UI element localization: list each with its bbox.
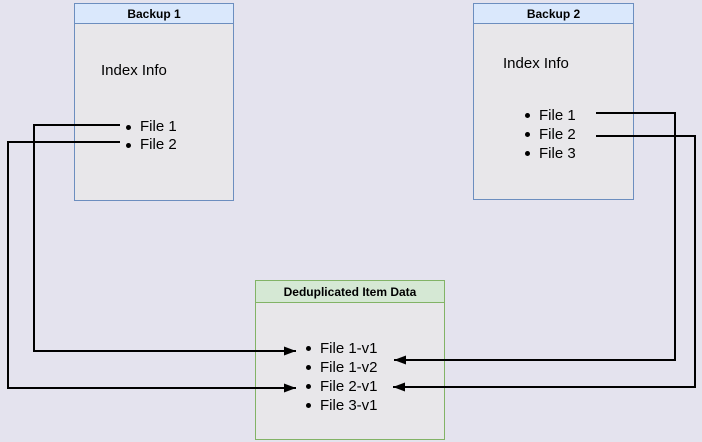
list-item-dedup-file: File 1-v1 bbox=[306, 339, 378, 358]
node-backup-2-index-info-label: Index Info bbox=[503, 55, 569, 72]
node-backup-2-title: Backup 2 bbox=[526, 6, 581, 21]
list-item-dedup-file: File 2-v1 bbox=[306, 377, 378, 396]
node-backup-1-file-list: File 1 File 2 bbox=[126, 118, 177, 154]
node-deduplicated-item-data: Deduplicated Item Data File 1-v1 File 1-… bbox=[255, 280, 445, 440]
list-item-file: File 2 bbox=[126, 136, 177, 154]
list-item-file: File 1 bbox=[126, 118, 177, 136]
node-backup-2: Backup 2 Index Info File 1 File 2 File 3 bbox=[473, 3, 634, 200]
node-deduplicated-item-data-header: Deduplicated Item Data bbox=[256, 281, 444, 303]
list-item-file: File 3 bbox=[525, 144, 576, 163]
node-backup-2-header: Backup 2 bbox=[474, 4, 633, 24]
node-deduplicated-item-data-list: File 1-v1 File 1-v2 File 2-v1 File 3-v1 bbox=[306, 339, 378, 415]
node-backup-1-title: Backup 1 bbox=[127, 6, 181, 21]
node-deduplicated-item-data-title: Deduplicated Item Data bbox=[283, 284, 417, 299]
node-backup-1-header: Backup 1 bbox=[75, 4, 233, 24]
list-item-file: File 1 bbox=[525, 106, 576, 125]
node-backup-1-index-info-label: Index Info bbox=[101, 62, 167, 79]
list-item-file: File 2 bbox=[525, 125, 576, 144]
node-backup-1: Backup 1 Index Info File 1 File 2 bbox=[74, 3, 234, 201]
list-item-dedup-file: File 1-v2 bbox=[306, 358, 378, 377]
list-item-dedup-file: File 3-v1 bbox=[306, 396, 378, 415]
node-backup-2-file-list: File 1 File 2 File 3 bbox=[525, 106, 576, 163]
